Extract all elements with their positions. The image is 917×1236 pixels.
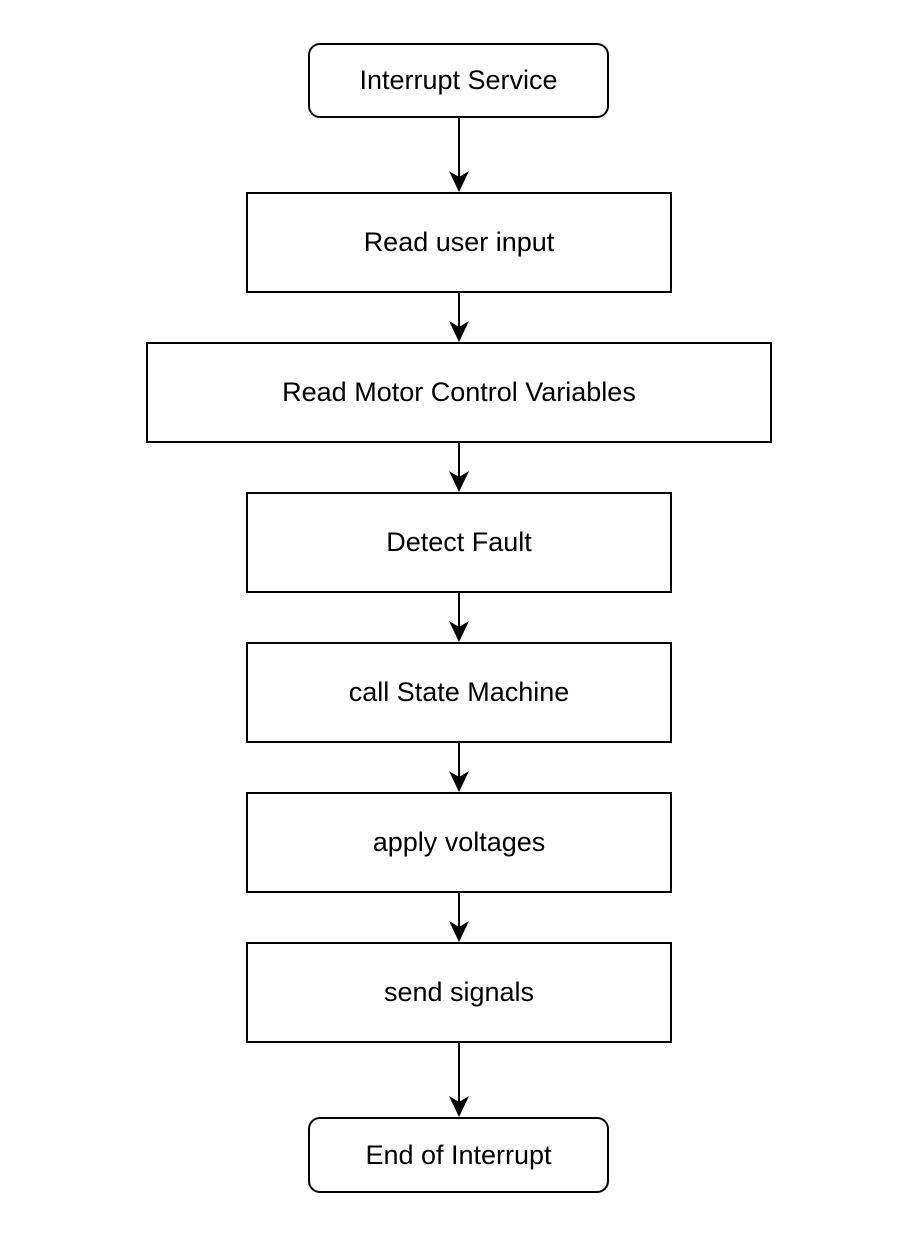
node-call-state-machine: call State Machine bbox=[246, 642, 672, 743]
arrowhead-icon bbox=[449, 471, 469, 492]
arrowhead-icon bbox=[449, 621, 469, 642]
node-send-signals: send signals bbox=[246, 942, 672, 1043]
node-apply-voltages: apply voltages bbox=[246, 792, 672, 893]
arrowhead-icon bbox=[449, 171, 469, 192]
node-read-motor-control-variables: Read Motor Control Variables bbox=[146, 342, 772, 443]
node-end-of-interrupt: End of Interrupt bbox=[308, 1117, 609, 1193]
node-interrupt-service: Interrupt Service bbox=[308, 43, 609, 118]
node-read-user-input: Read user input bbox=[246, 192, 672, 293]
arrowhead-icon bbox=[449, 321, 469, 342]
node-detect-fault: Detect Fault bbox=[246, 492, 672, 593]
arrowhead-icon bbox=[449, 1096, 469, 1117]
arrowhead-icon bbox=[449, 771, 469, 792]
arrowhead-icon bbox=[449, 921, 469, 942]
